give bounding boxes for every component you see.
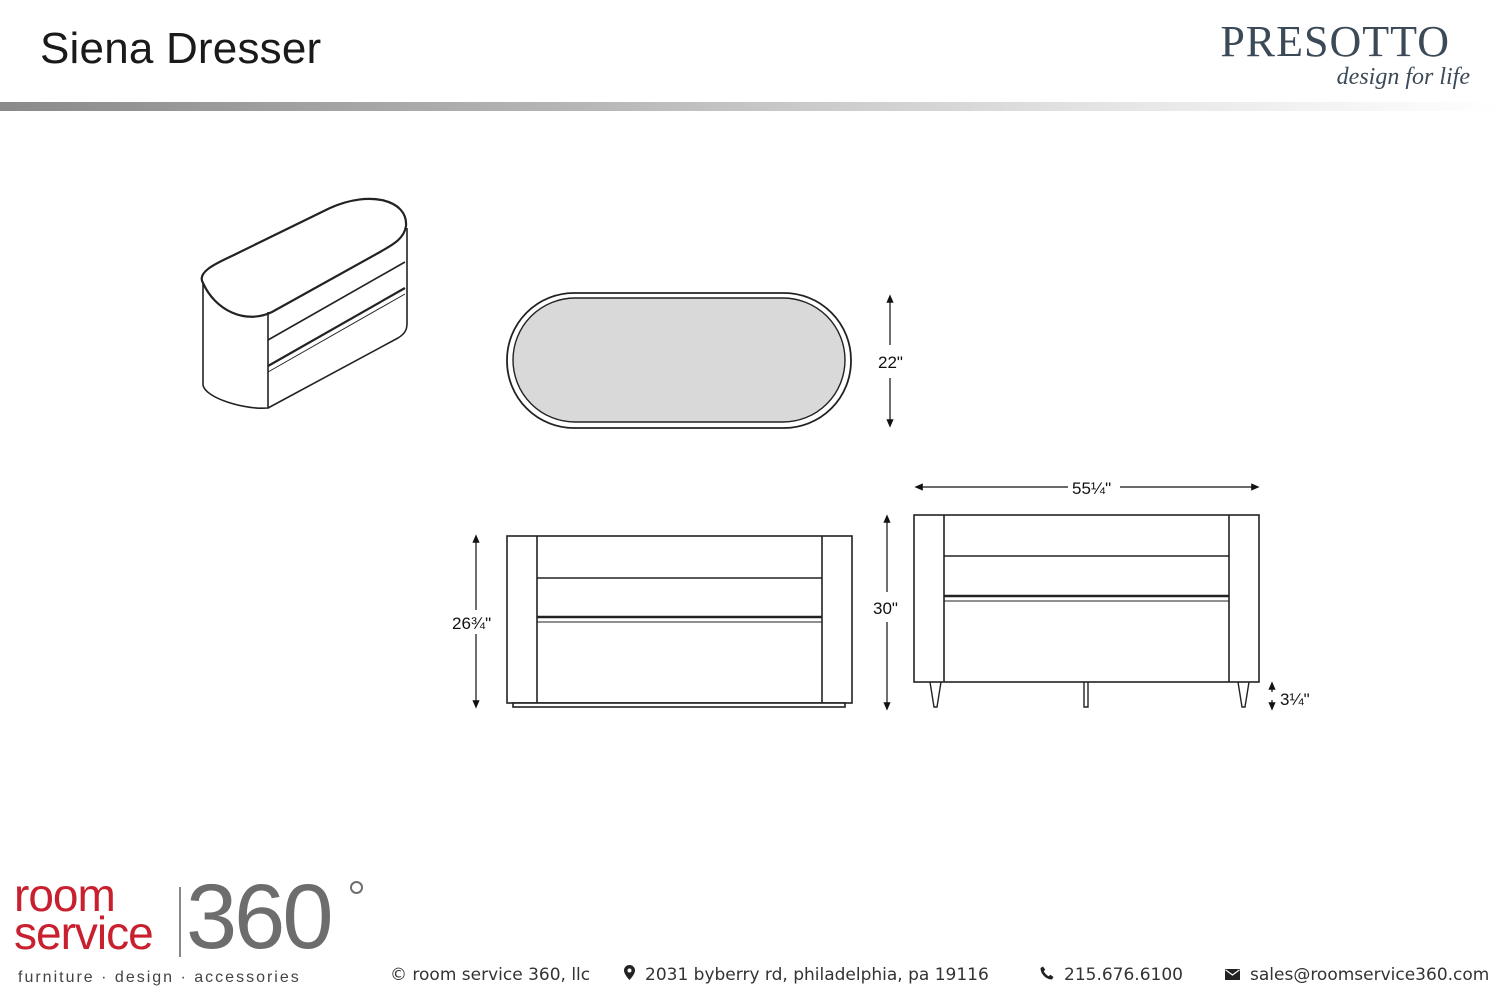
leg-center: [1083, 682, 1089, 708]
logo-service-text: service: [14, 907, 154, 959]
leg-left: [929, 681, 942, 708]
perspective-drawer-line1: [267, 261, 406, 341]
map-pin-icon: [624, 965, 635, 984]
dimension-height-plinth-label: 26¾": [452, 614, 491, 633]
dimension-depth: 22": [878, 294, 903, 428]
dimension-leg-height-label: 3¼": [1280, 690, 1310, 709]
footer-address: 2031 byberry rd, philadelphia, pa 19116: [624, 965, 989, 985]
dimension-leg-height: 3¼": [1268, 681, 1310, 711]
footer-copyright: © room service 360, llc: [390, 965, 591, 985]
logo-room-text: room: [14, 869, 116, 921]
top-view: [506, 292, 852, 429]
dimension-width: 55¼": [914, 479, 1260, 498]
footer-phone-text[interactable]: 215.676.6100: [1064, 965, 1183, 985]
top-view-inset: [512, 297, 846, 423]
dimension-height-legs-label: 30": [873, 599, 898, 618]
leg-right: [1237, 681, 1250, 708]
footer-email-text[interactable]: sales@roomservice360.com: [1250, 965, 1490, 985]
logo-360-text: 360: [186, 866, 333, 968]
brand-logo: PRESOTTO design for life: [1220, 17, 1470, 91]
perspective-view: [200, 197, 408, 409]
footer-phone[interactable]: 215.676.6100: [1040, 965, 1183, 985]
plinth-outer: [506, 535, 853, 704]
perspective-drawer-line2: [267, 287, 406, 367]
header-divider: [0, 102, 1500, 111]
page-title: Siena Dresser: [40, 24, 322, 73]
logo-divider: [179, 887, 181, 957]
dimension-height-legs: 30": [873, 514, 898, 711]
degree-icon: [350, 881, 363, 894]
dimension-width-label: 55¼": [1072, 479, 1111, 498]
perspective-left-body: [202, 283, 269, 409]
phone-icon: [1040, 966, 1054, 984]
front-view-plinth: [506, 535, 853, 708]
envelope-icon: [1225, 966, 1240, 984]
plinth-base: [512, 702, 846, 708]
perspective-top: [200, 197, 408, 318]
footer-address-text: 2031 byberry rd, philadelphia, pa 19116: [645, 965, 989, 985]
front-view-legs: [913, 514, 1260, 708]
brand-name: PRESOTTO: [1220, 17, 1450, 66]
dimension-height-plinth: 26¾": [452, 534, 491, 709]
footer-email[interactable]: sales@roomservice360.com: [1225, 965, 1489, 985]
dimension-depth-label: 22": [878, 353, 903, 372]
perspective-drawer-line3: [267, 293, 406, 373]
logo-tagline: furniture · design · accessories: [18, 969, 301, 986]
perspective-front-right: [267, 228, 408, 409]
brand-tagline: design for life: [1336, 64, 1470, 90]
legs-body: [913, 514, 1260, 683]
